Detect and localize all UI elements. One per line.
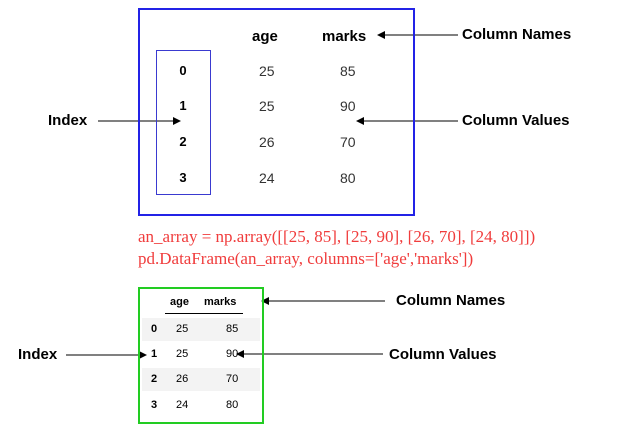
bottom-cell-3-age: 24 [176,399,189,411]
bottom-cell-1-marks: 90 [226,348,239,360]
bottom-cell-0-age: 25 [176,323,189,335]
bottom-cell-2-marks: 70 [226,373,239,385]
top-cell-0-marks: 85 [340,63,356,79]
bottom-row-stripe-2 [142,368,260,391]
bottom-cell-0-marks: 85 [226,323,239,335]
label-column-values-bottom: Column Values [389,346,497,363]
bottom-cell-1-age: 25 [176,348,189,360]
top-cell-1-marks: 90 [340,98,356,114]
bottom-header-underline [165,313,243,314]
bottom-index-3: 3 [151,399,158,411]
label-column-names-bottom: Column Names [396,292,506,309]
bottom-index-2: 2 [151,373,158,385]
bottom-cell-2-age: 26 [176,373,189,385]
bottom-header-marks: marks [204,296,237,308]
bottom-index-1: 1 [151,348,158,360]
top-index-2: 2 [179,134,187,149]
top-dataframe-box [138,8,415,216]
top-index-1: 1 [179,98,187,113]
bottom-header-age: age [170,296,189,308]
code-line-1: an_array = np.array([[25, 85], [25, 90],… [138,227,536,246]
top-cell-3-marks: 80 [340,170,356,186]
top-cell-1-age: 25 [259,98,275,114]
top-cell-2-marks: 70 [340,134,356,150]
label-column-values-top: Column Values [462,112,570,129]
label-index-top: Index [48,112,88,129]
top-index-0: 0 [179,63,187,78]
top-cell-3-age: 24 [259,170,275,186]
label-index-bottom: Index [18,346,58,363]
top-index-box [156,50,211,195]
bottom-index-0: 0 [151,323,158,335]
top-header-age: age [252,28,278,45]
top-cell-0-age: 25 [259,63,275,79]
bottom-row-stripe-0 [142,318,260,341]
top-index-3: 3 [179,170,187,185]
label-column-names-top: Column Names [462,26,572,43]
top-cell-2-age: 26 [259,134,275,150]
bottom-cell-3-marks: 80 [226,399,239,411]
code-line-2: pd.DataFrame(an_array, columns=['age','m… [138,249,474,268]
top-header-marks: marks [322,28,367,45]
bottom-dataframe-box [138,287,264,424]
